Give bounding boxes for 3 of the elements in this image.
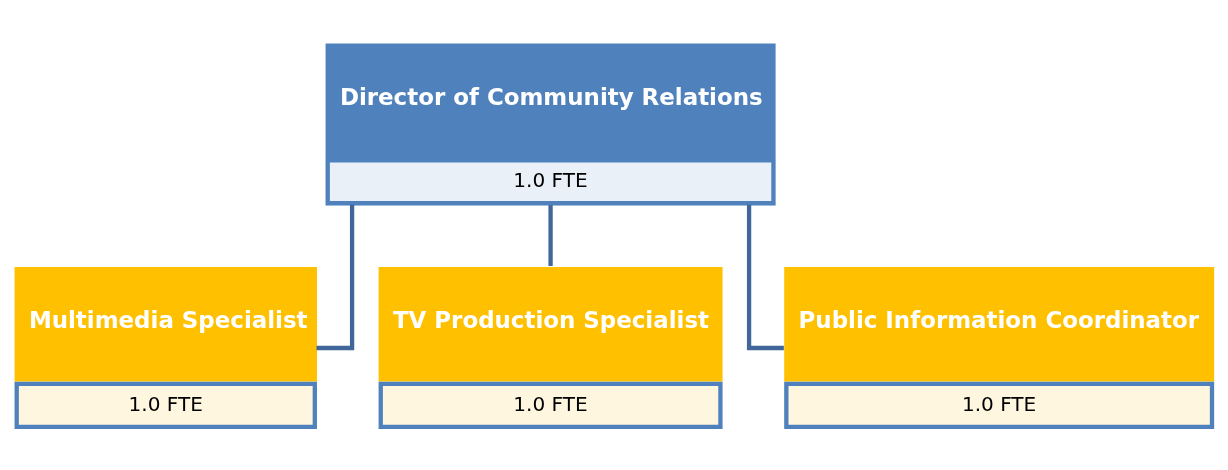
connector bbox=[316, 204, 355, 350]
connector bbox=[746, 204, 784, 350]
connector bbox=[548, 204, 553, 266]
